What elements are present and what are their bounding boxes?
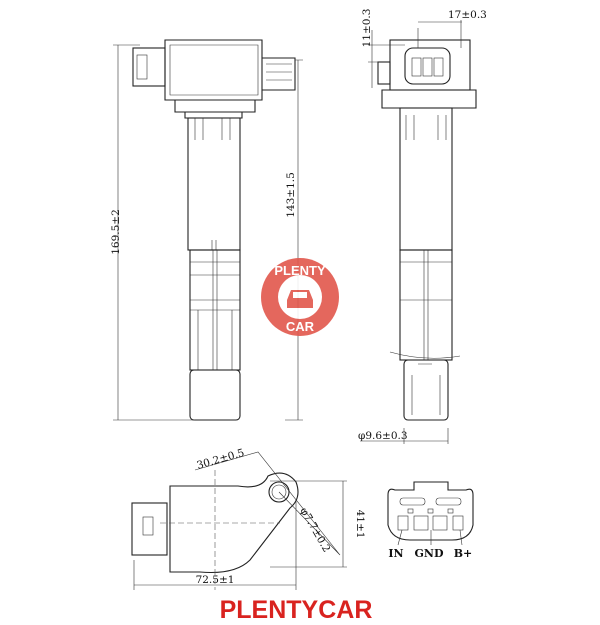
brand-name: PLENTYCAR xyxy=(220,596,373,624)
logo-top-text: PLENTY xyxy=(274,263,326,278)
body-length-label: 143±1.5 xyxy=(285,172,297,218)
base-width-label: 41±1 xyxy=(354,510,366,539)
base-length-label: 72.5±1 xyxy=(196,574,235,586)
connector-width-label: 17±0.3 xyxy=(448,9,487,21)
mount-offset-label: 30.2±0.5 xyxy=(196,447,246,472)
pin-label-in: IN xyxy=(388,547,403,560)
side-view: 169.5±2 143±1.5 xyxy=(110,39,303,421)
bolt-hole-label: φ7.7±0.2 xyxy=(297,506,332,555)
connector-height-label: 11±0.3 xyxy=(361,9,373,48)
watermark-logo: PLENTY CAR xyxy=(261,258,339,336)
front-view: 11±0.3 17±0.3 φ9.6±0.3 xyxy=(358,9,487,444)
connector-face: IN GND B+ xyxy=(387,481,474,560)
pin-label-gnd: GND xyxy=(415,547,444,560)
top-view: 30.2±0.5 φ7.7±0.2 41±1 72.5±1 xyxy=(131,447,366,590)
pin-label-bplus: B+ xyxy=(454,547,473,560)
logo-bottom-text: CAR xyxy=(286,319,315,334)
tip-diameter-label: φ9.6±0.3 xyxy=(358,430,408,442)
overall-length-label: 169.5±2 xyxy=(110,209,122,255)
